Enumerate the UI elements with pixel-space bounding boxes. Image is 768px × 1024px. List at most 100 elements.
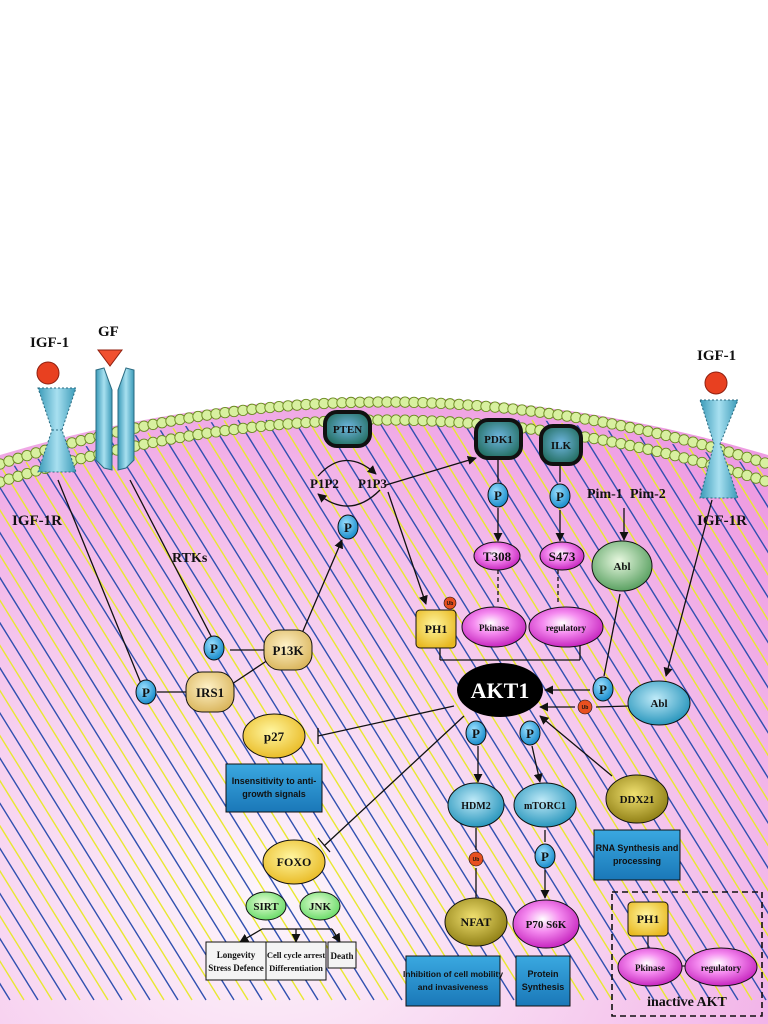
membrane-tail-line	[0, 419, 151, 1001]
membrane-tail-line	[573, 419, 768, 1001]
membrane-tail-line	[279, 419, 641, 1001]
igf1-label-right: IGF-1	[697, 348, 736, 364]
pten-node[interactable]	[323, 410, 372, 448]
igf1-receptor-right	[699, 399, 739, 499]
outcome-inhibition: Inhibition of cell mobility and invasive…	[403, 955, 503, 1007]
phospho-p-akt-mtorc1: P	[519, 720, 541, 746]
membrane-tail-line	[391, 419, 753, 1001]
outcome-longevity: Longevity Stress Defence	[205, 941, 267, 981]
abl-right-node[interactable]	[627, 680, 691, 726]
ubiquitin-sites: Ub Ub Ub	[443, 596, 593, 867]
sirt-label: SIRT	[253, 901, 279, 913]
outcome-death: Death	[327, 941, 357, 969]
nfat-label: NFAT	[461, 915, 492, 929]
lipid-head	[615, 419, 627, 432]
lipid-head	[759, 457, 768, 469]
outcome-cell-cycle: Cell cycle arrest Differentiation	[265, 941, 327, 981]
svg-text:Protein: Protein	[527, 969, 558, 979]
ph1-node[interactable]	[415, 609, 457, 649]
svg-text:Pkinase: Pkinase	[635, 963, 665, 973]
membrane-tail-line	[377, 419, 739, 1001]
membrane-tail-line	[559, 419, 768, 1001]
gf-ligand	[97, 349, 123, 367]
svg-text:Death: Death	[331, 951, 354, 961]
ub-ph1: Ub	[443, 596, 457, 610]
mtorc1-label: mTORC1	[524, 801, 566, 812]
s473-node[interactable]	[539, 541, 585, 571]
pkinase-node[interactable]	[461, 606, 527, 648]
ddx21-node[interactable]	[605, 774, 669, 824]
membrane-tail-line	[0, 419, 123, 1001]
pdk1-node[interactable]	[474, 418, 523, 460]
membrane-tail-line	[0, 419, 305, 1001]
regulatory-node[interactable]	[528, 606, 604, 648]
membrane-tail-line	[0, 419, 221, 1001]
svg-text:growth signals: growth signals	[242, 789, 306, 799]
pathway-edges	[57, 455, 713, 943]
inactive-ph1-node	[627, 901, 669, 937]
lipid-head	[759, 475, 768, 487]
phospho-p-pip: P	[337, 514, 359, 540]
p13k-node[interactable]	[263, 629, 313, 671]
pip-cycle	[317, 459, 381, 507]
membrane-tail-line	[0, 419, 109, 1001]
ilk-label: ILK	[551, 440, 572, 452]
svg-text:regulatory: regulatory	[701, 963, 742, 973]
p27-label: p27	[264, 729, 285, 744]
phospho-p-ilk: P	[549, 483, 571, 509]
membrane-tail-line	[111, 419, 473, 1001]
phospho-p-akt-hdm2: P	[465, 720, 487, 746]
p70s6k-node[interactable]	[512, 899, 580, 949]
jnk-node[interactable]	[299, 891, 341, 921]
membrane-tail-line	[0, 419, 95, 1001]
membrane-tail-line	[643, 419, 768, 1001]
svg-text:RNA Synthesis and: RNA Synthesis and	[596, 843, 679, 853]
akt1-node[interactable]	[457, 663, 543, 717]
nfat-node[interactable]	[444, 897, 508, 947]
hdm2-node[interactable]	[447, 782, 505, 828]
svg-text:Ub: Ub	[447, 601, 454, 607]
membrane-tail-line	[0, 419, 263, 1001]
svg-text:P: P	[210, 641, 218, 656]
svg-text:P: P	[472, 726, 480, 741]
svg-text:P: P	[556, 489, 564, 504]
membrane-tail-line	[0, 419, 67, 1001]
abl-right-label: Abl	[650, 698, 667, 710]
svg-text:Differentiation: Differentiation	[269, 963, 323, 973]
membrane-tail-line	[0, 419, 137, 1001]
outcome-protein-synthesis: Protein Synthesis	[515, 955, 571, 1007]
membrane-tail-line	[699, 419, 768, 1001]
irs1-node[interactable]	[185, 671, 235, 713]
membrane-tail-line	[0, 419, 179, 1001]
ilk-node[interactable]	[539, 424, 583, 466]
lipid-head	[615, 437, 627, 450]
membrane-tail-line	[0, 419, 81, 1001]
abl-top-label: Abl	[613, 561, 630, 573]
hdm2-label: HDM2	[461, 801, 490, 812]
sirt-node[interactable]	[245, 891, 287, 921]
membrane-tail-line	[125, 419, 487, 1001]
mtorc1-node[interactable]	[513, 782, 577, 828]
membrane-tail-line	[0, 419, 277, 1001]
membrane-tail-line	[419, 419, 768, 1001]
membrane-tail-line	[685, 419, 768, 1001]
svg-text:P: P	[142, 685, 150, 700]
foxo-node[interactable]	[262, 839, 326, 885]
igf1-receptor-left	[37, 387, 77, 473]
t308-node[interactable]	[473, 541, 521, 571]
phospho-p-pdk1: P	[487, 482, 509, 508]
membrane-tail-line	[0, 419, 235, 1001]
abl-top-node[interactable]	[591, 540, 653, 592]
p27-node[interactable]	[242, 713, 306, 759]
svg-text:Synthesis: Synthesis	[522, 982, 565, 992]
membrane-tail-line	[97, 419, 459, 1001]
svg-text:P: P	[599, 682, 607, 697]
svg-text:and invasiveness: and invasiveness	[418, 982, 489, 992]
membrane-tail-line	[601, 419, 768, 1001]
svg-text:Longevity: Longevity	[217, 950, 256, 960]
pip2-label: P1P2	[310, 476, 339, 491]
membrane-tail-line	[447, 419, 768, 1001]
svg-text:Inhibition of cell mobility: Inhibition of cell mobility	[403, 969, 503, 979]
lipid-bilayer	[0, 396, 768, 488]
pdk1-label: PDK1	[484, 434, 513, 446]
